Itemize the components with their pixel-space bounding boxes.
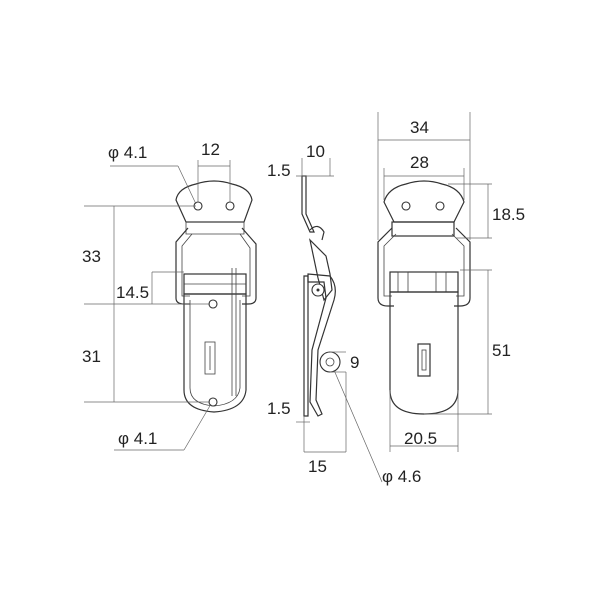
front-bottom-hole-dia-label: φ 4.1 <box>118 429 157 448</box>
back-top-hole-left <box>401 201 411 211</box>
front-leader-bottom-hole-diag <box>183 403 212 451</box>
front-catch-slot <box>204 341 216 375</box>
side-body <box>307 273 336 417</box>
back-body-height-label: 51 <box>492 341 511 360</box>
back-top-hole-right <box>435 201 445 211</box>
back-wire-bail-right <box>454 227 471 307</box>
side-base-plate <box>303 275 309 417</box>
front-wire-bail-right <box>241 227 257 305</box>
front-leader-top-hole-diag <box>177 165 197 205</box>
front-wire-bail-inner <box>181 233 193 297</box>
front-body <box>183 293 247 413</box>
side-hook <box>309 225 325 241</box>
front-top-plate-inner <box>185 221 245 235</box>
side-lever <box>308 238 333 302</box>
back-top-plate <box>383 180 465 223</box>
back-wire-bail-inner-right <box>451 233 465 297</box>
back-catch-slot-inner <box>421 349 427 371</box>
back-hinge-band <box>389 271 459 293</box>
front-lower-height-label: 31 <box>82 347 101 366</box>
back-overall-width-label: 34 <box>410 118 429 137</box>
front-top-plate <box>175 180 253 223</box>
back-knuckle-left <box>397 271 409 293</box>
front-wire-bail-inner-right <box>239 233 251 297</box>
side-bottom-thickness-label: 1.5 <box>267 399 291 418</box>
side-leader-pin-dia <box>333 369 383 483</box>
side-bottom-width-label: 15 <box>308 457 327 476</box>
side-top-width-label: 10 <box>306 142 325 161</box>
side-pin-dia-label: φ 4.6 <box>382 467 421 486</box>
back-plate-width-label: 28 <box>410 153 429 172</box>
back-plate-height-label: 18.5 <box>492 205 525 224</box>
side-top-thickness-label: 1.5 <box>267 161 291 180</box>
side-top-plate <box>301 175 315 233</box>
front-upper-height-label: 33 <box>82 247 101 266</box>
side-pivot-pin-center <box>316 288 320 292</box>
side-view: 10 1.5 9 1.5 15 φ 4.6 <box>267 142 421 486</box>
back-knuckle-right <box>435 271 447 293</box>
back-wire-bail <box>377 227 394 307</box>
front-top-hole-right <box>225 201 235 211</box>
front-hole-spacing-label: 12 <box>201 140 220 159</box>
back-body-width-label: 20.5 <box>404 429 437 448</box>
front-top-hole-dia-label: φ 4.1 <box>108 143 147 162</box>
back-view: 34 28 18.5 51 20.5 <box>377 112 525 452</box>
back-catch-slot <box>417 343 431 377</box>
back-body <box>389 291 459 415</box>
back-wire-bail-inner <box>383 233 397 297</box>
side-catch-pin-inner <box>325 357 335 367</box>
front-mid-height-label: 14.5 <box>116 283 149 302</box>
front-view: φ 4.1 12 33 14.5 31 φ 4.1 <box>82 140 257 451</box>
side-pin-size-label: 9 <box>350 353 359 372</box>
back-hinge-strip <box>391 221 455 237</box>
front-mid-hole <box>208 299 218 309</box>
side-catch-pin-outer <box>319 351 341 373</box>
